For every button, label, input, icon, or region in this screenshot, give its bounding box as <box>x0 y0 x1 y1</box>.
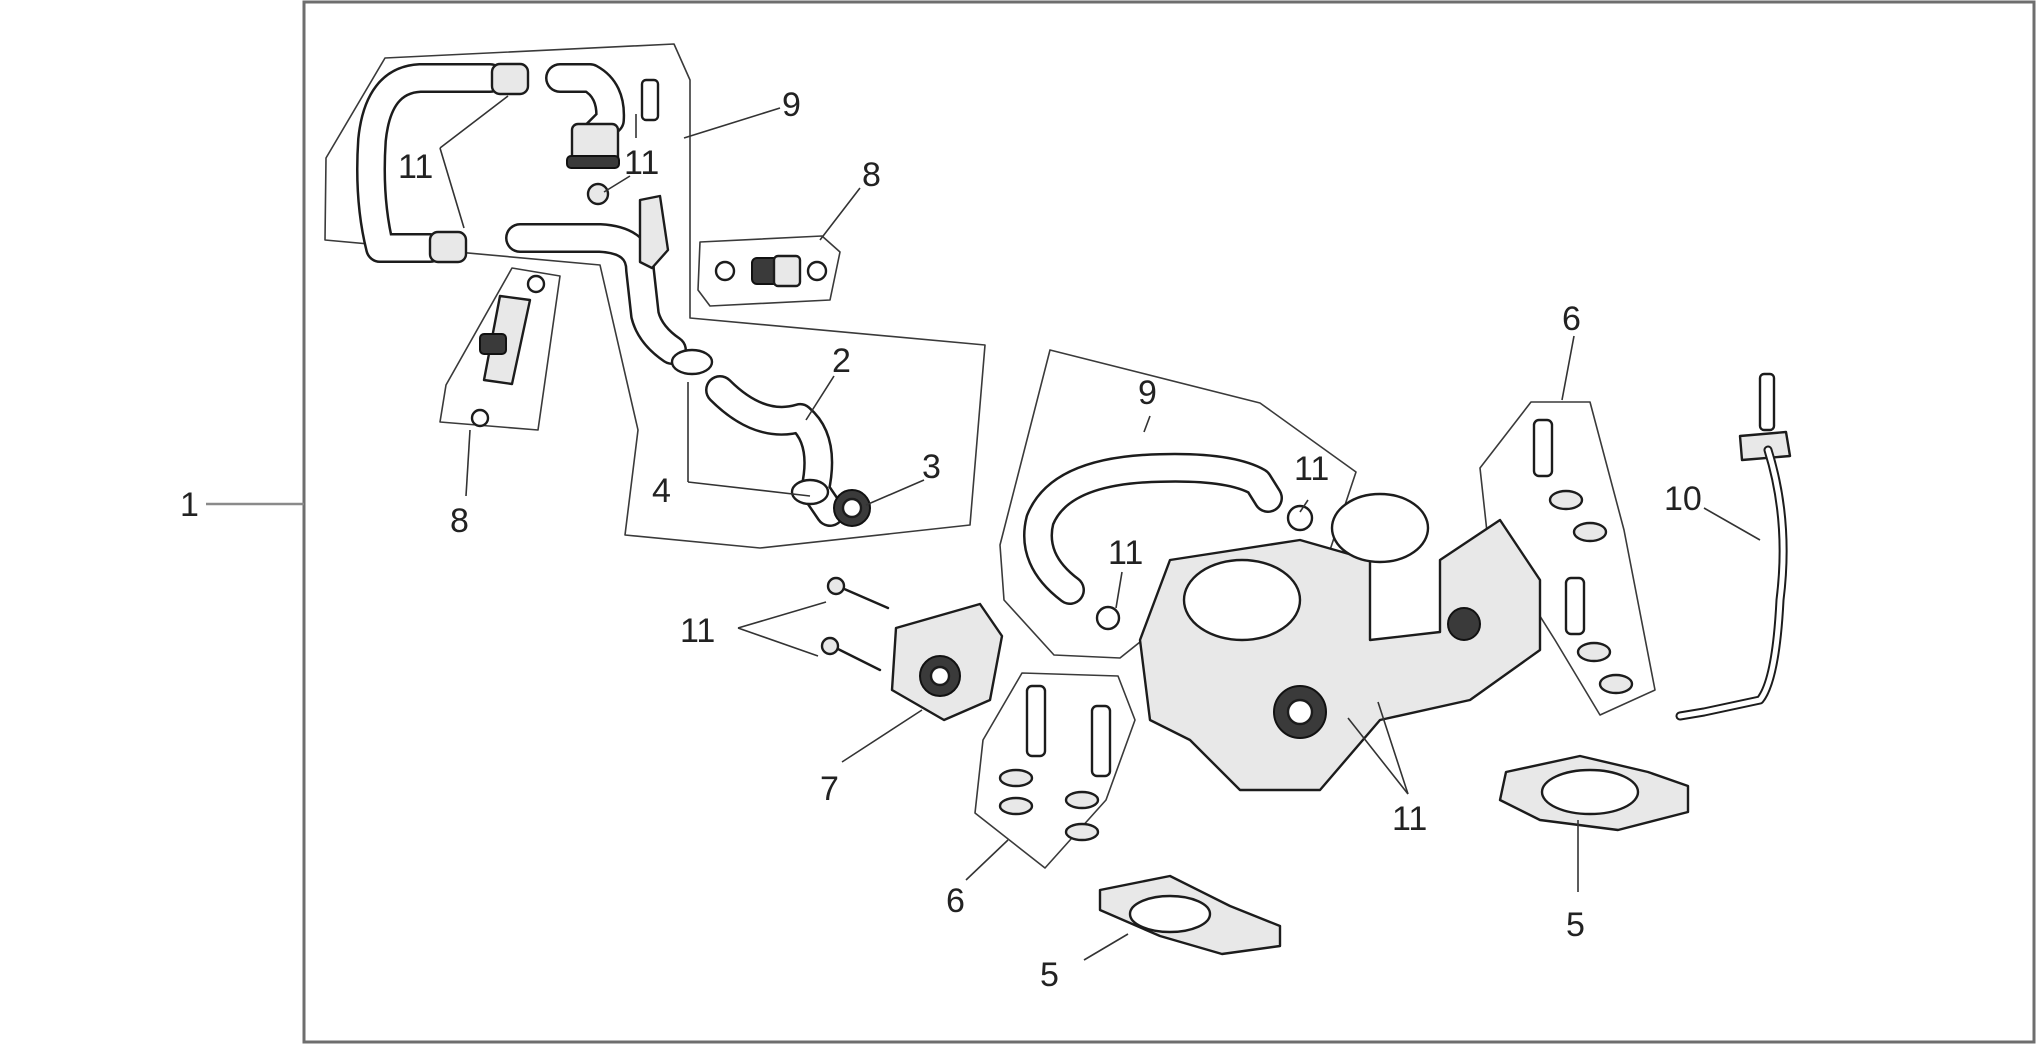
hose-set-center <box>1023 452 1314 631</box>
label-clamp-center-right: 11 <box>1294 450 1329 488</box>
label-screws-tps: 11 <box>680 612 715 650</box>
label-clamp-top-left: 11 <box>398 148 433 186</box>
leader-10 <box>1703 507 1761 541</box>
leader-11-center-left <box>1115 571 1123 609</box>
label-hose-kit-top: 9 <box>782 86 801 124</box>
tps-screws <box>820 576 890 672</box>
group-outline-top-left <box>324 43 986 549</box>
leader-2 <box>805 375 835 421</box>
leader-8-left <box>465 429 471 497</box>
hose-2-assembly <box>670 348 871 527</box>
tps-sensor <box>890 602 1004 722</box>
leader-6-right <box>1561 335 1575 401</box>
leader-7 <box>841 709 923 763</box>
injector-bracket-left <box>470 274 546 428</box>
gasket-right <box>1498 754 1690 832</box>
label-clip: 4 <box>652 472 671 510</box>
label-cable: 10 <box>1664 480 1702 518</box>
label-clamp-center-left: 11 <box>1108 534 1143 572</box>
label-clamp-top-mid: 11 <box>624 144 659 182</box>
throttle-body <box>1138 492 1542 792</box>
hose-set-top <box>356 62 687 365</box>
group-outline-injector-top <box>697 235 841 307</box>
injector-bracket-top <box>714 254 828 288</box>
label-hose: 2 <box>832 342 851 380</box>
diagram-frame <box>302 0 2036 1044</box>
label-tps-sensor: 7 <box>820 770 839 808</box>
leader-11-tps-b <box>737 627 819 657</box>
leader-5-bottom <box>1083 933 1129 961</box>
group-outline-screws-right <box>1479 401 1656 716</box>
group-outline-injector-left <box>439 267 561 431</box>
label-gasket-bottom: 5 <box>1040 956 1059 994</box>
label-assembly: 1 <box>180 486 199 524</box>
label-screw-kit-center: 6 <box>946 882 965 920</box>
label-gasket-right: 5 <box>1566 906 1585 944</box>
screw-kit-center <box>998 684 1112 842</box>
leader-11-throttle-b <box>1377 701 1409 795</box>
label-throttle-body: 11 <box>1392 800 1427 838</box>
leader-3 <box>865 479 925 506</box>
label-clamp: 3 <box>922 448 941 486</box>
leader-6-center <box>965 839 1009 881</box>
leader-11-b <box>439 147 465 229</box>
leader-9-top <box>683 107 781 139</box>
leader-11-center-right <box>1299 499 1309 513</box>
label-hose-kit-center: 9 <box>1138 374 1157 412</box>
label-screw-kit-right: 6 <box>1562 300 1581 338</box>
label-injector-top: 8 <box>862 156 881 194</box>
sensor-cable <box>1675 372 1792 721</box>
leader-11-throttle-a <box>1347 717 1409 795</box>
leader-8-top <box>819 187 861 241</box>
leader-11-top-mid-b <box>603 175 631 193</box>
leader-4-b <box>687 481 811 497</box>
leader-11-a <box>439 95 509 149</box>
gasket-bottom <box>1098 874 1282 956</box>
leader-9-center <box>1143 415 1151 433</box>
leader-11-tps-a <box>737 601 827 629</box>
label-injector-left: 8 <box>450 502 469 540</box>
screw-kit-right <box>1532 418 1634 695</box>
